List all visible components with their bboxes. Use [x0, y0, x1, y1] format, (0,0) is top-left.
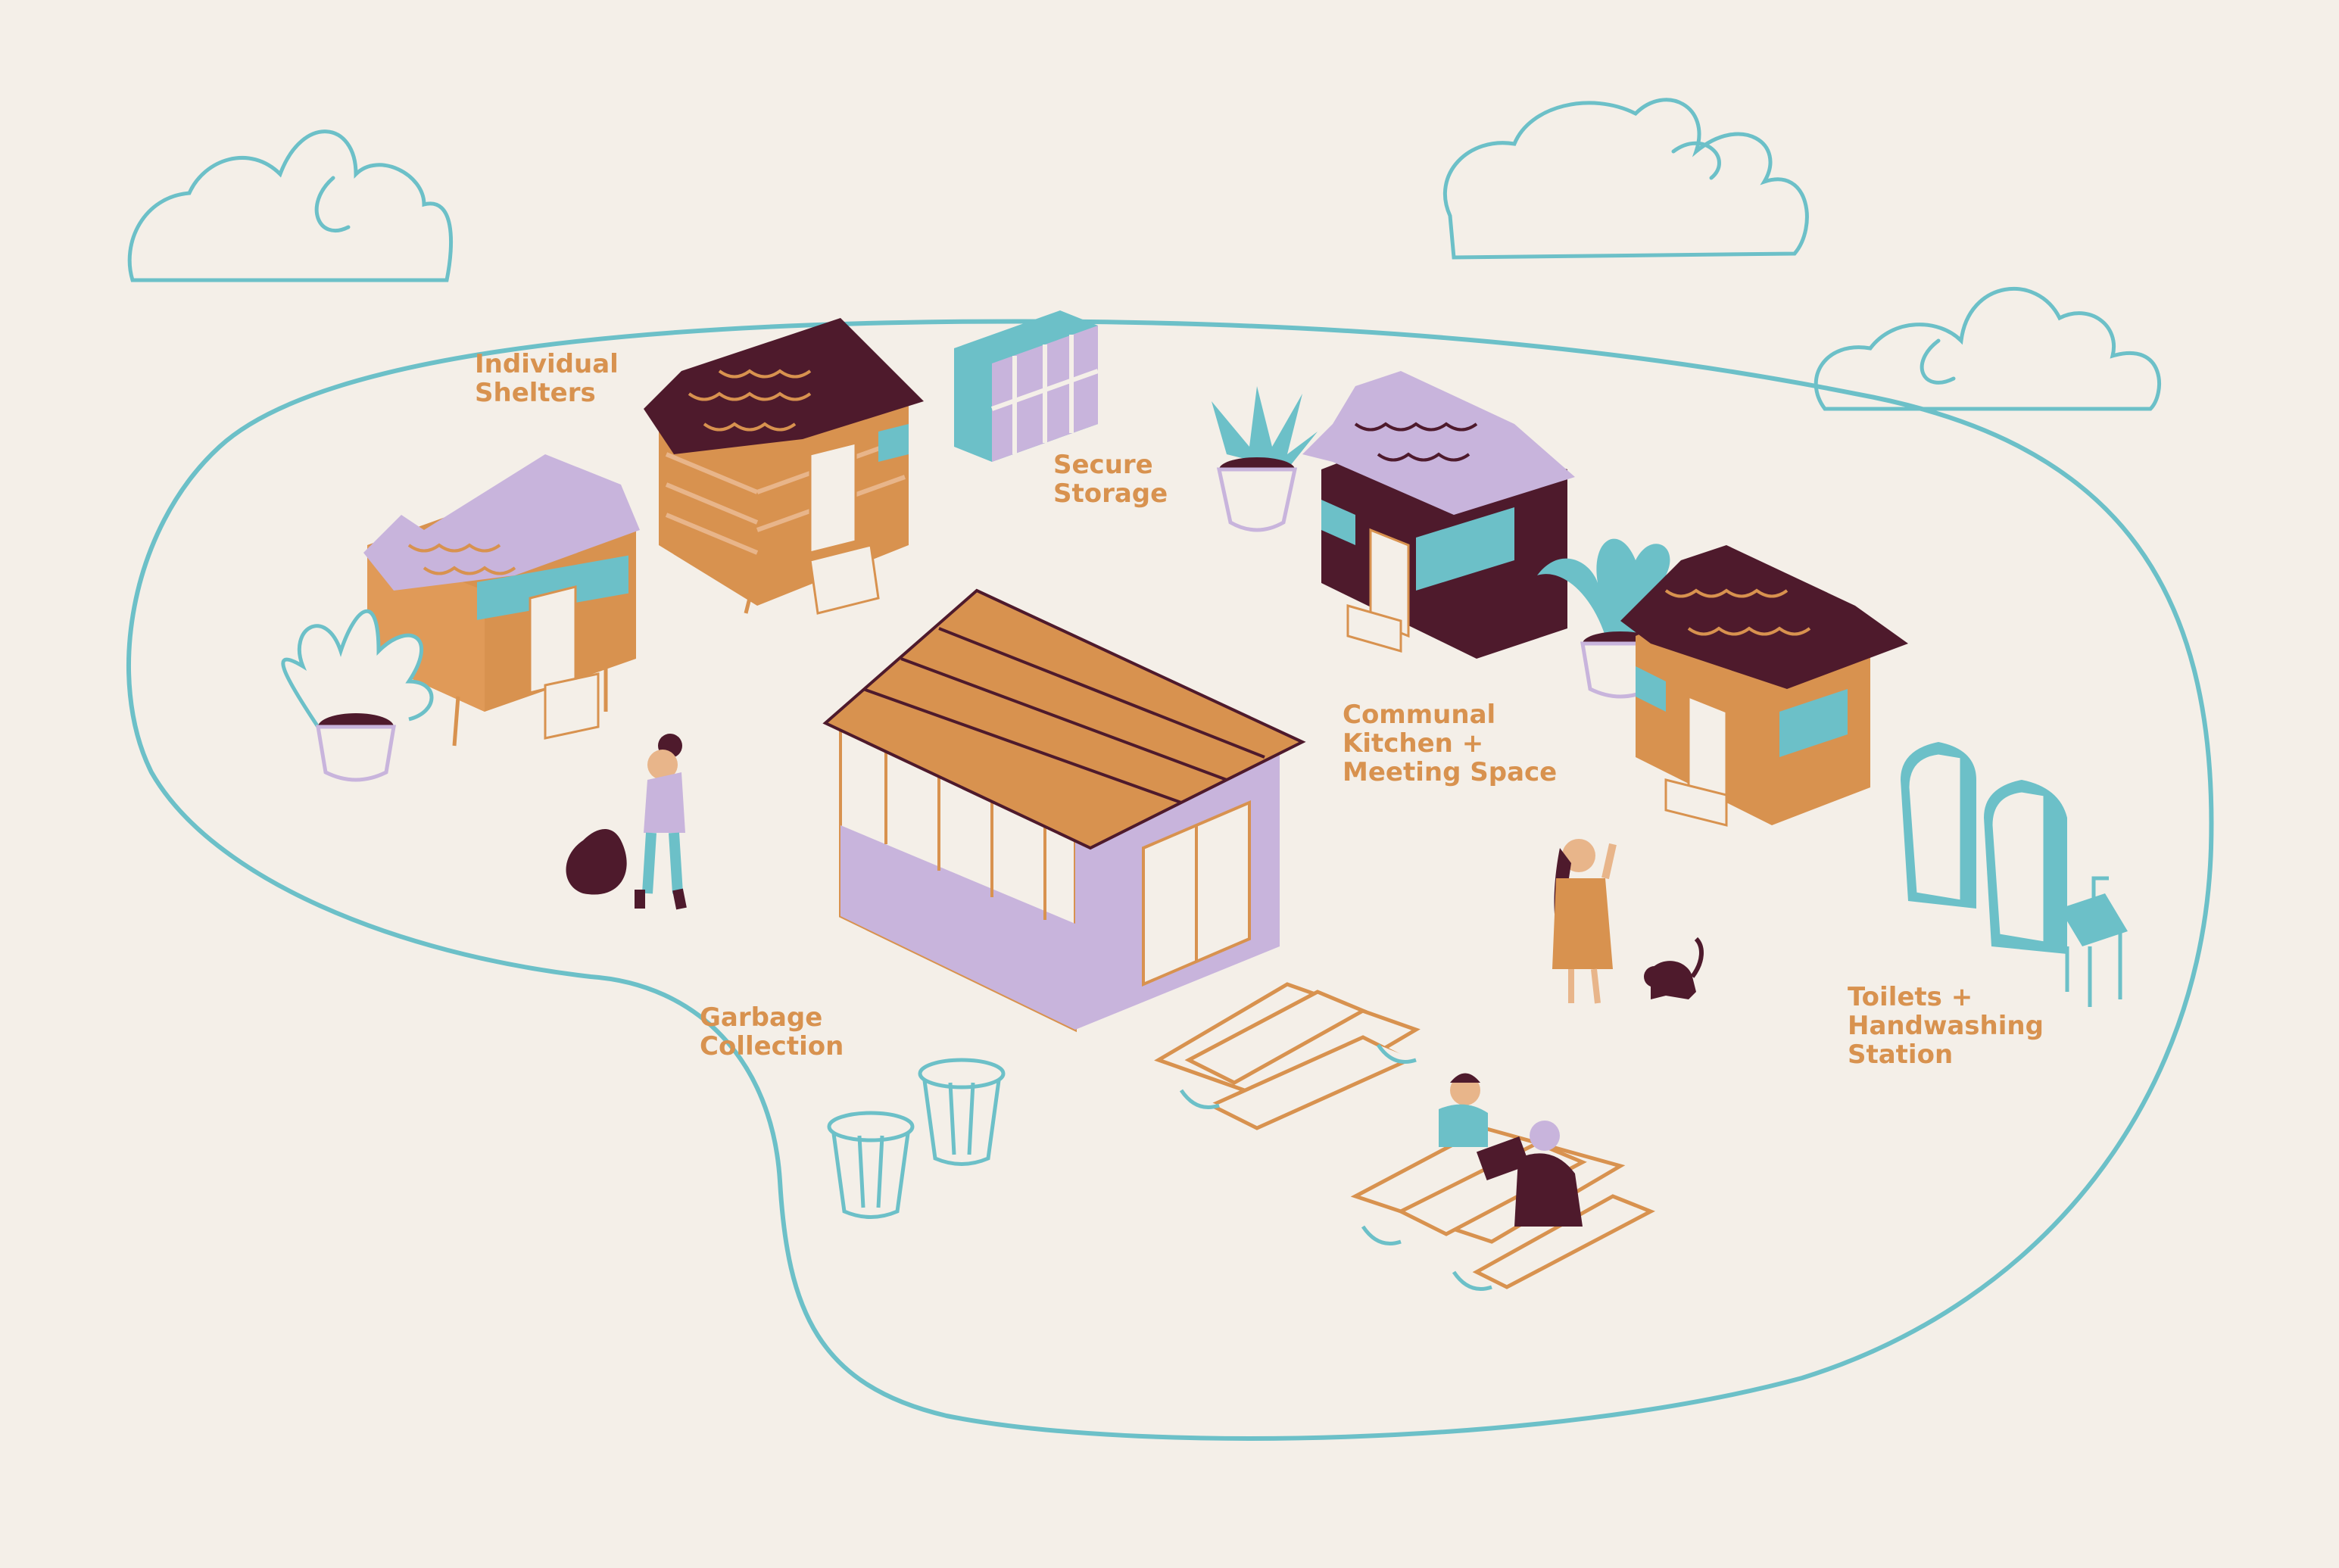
cloud-icon	[127, 129, 454, 282]
picnic-table-icon	[1154, 982, 1421, 1130]
shelter-icon	[1302, 371, 1575, 659]
cat-icon	[1644, 937, 1704, 999]
shelter-icon	[1620, 545, 1908, 827]
label-individual-shelters: Individual Shelters	[475, 350, 619, 407]
person-icon	[1514, 1121, 1583, 1227]
label-secure-storage: Secure Storage	[1053, 450, 1168, 508]
sink-icon	[2060, 876, 2128, 1007]
shelter-icon	[644, 318, 924, 615]
label-line: Storage	[1053, 479, 1168, 509]
trash-can-icon	[918, 1058, 1006, 1166]
trash-can-icon	[827, 1111, 915, 1219]
label-toilets-handwashing: Toilets + Handwashing Station	[1848, 983, 2044, 1069]
label-line: Toilets +	[1848, 982, 1973, 1012]
label-line: Collection	[700, 1031, 844, 1061]
shelter-icon	[363, 454, 640, 747]
label-line: Garbage	[700, 1002, 823, 1033]
picnic-table-icon	[1350, 1126, 1655, 1291]
label-line: Individual	[475, 349, 619, 379]
label-line: Handwashing	[1848, 1011, 2044, 1041]
cloud-icon	[1443, 98, 1809, 260]
label-line: Kitchen +	[1343, 728, 1484, 759]
plant-icon	[1212, 386, 1318, 532]
label-line: Shelters	[475, 378, 596, 408]
label-line: Communal	[1343, 700, 1496, 730]
locker-icon	[954, 310, 1099, 462]
kitchen-building-icon	[822, 588, 1306, 1033]
toilet-icon	[1901, 742, 2067, 954]
label-line: Meeting Space	[1343, 757, 1558, 787]
label-line: Station	[1848, 1040, 1954, 1070]
person-icon	[1439, 1073, 1488, 1147]
garbage-bag-icon	[566, 829, 627, 895]
label-communal-kitchen: Communal Kitchen + Meeting Space	[1343, 700, 1557, 787]
label-line: Secure	[1053, 450, 1153, 480]
plant-icon	[281, 609, 434, 782]
site-boundary	[126, 319, 2214, 1441]
cloud-icon	[1814, 286, 2161, 411]
label-garbage-collection: Garbage Collection	[700, 1003, 844, 1061]
person-icon	[1552, 839, 1617, 1004]
person-icon	[635, 734, 687, 910]
